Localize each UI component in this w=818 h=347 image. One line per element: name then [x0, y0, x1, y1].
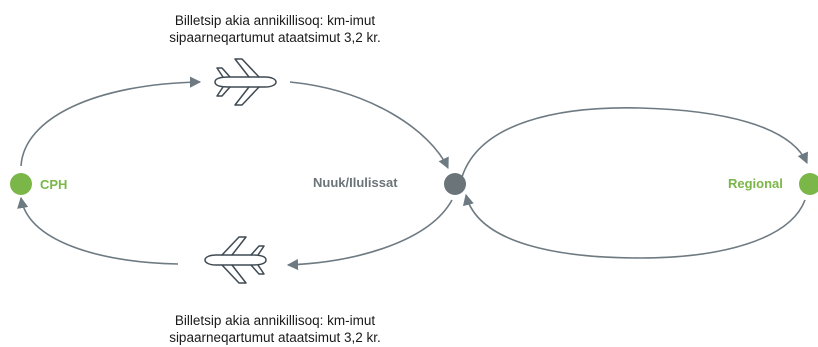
arrow-regional-to-nuuk: [462, 193, 806, 259]
arrow-top-plane-to-nuuk: [289, 81, 449, 170]
caption-line: sipaarneqartumut ataatsimut 3,2 kr.: [169, 330, 381, 345]
node-regional: [799, 173, 818, 195]
airplane-icon: [204, 236, 267, 284]
arrow-cph-to-top-plane: [20, 76, 202, 167]
node-nuuk: [444, 173, 466, 195]
caption-line: Billetsip akia annikillisoq: km-imut: [174, 313, 376, 328]
caption-line: sipaarneqartumut ataatsimut 3,2 kr.: [169, 30, 381, 45]
arrow-bottom-plane-to-cph: [17, 196, 179, 265]
price-caption-bottom: Billetsip akia annikillisoq: km-imut sip…: [95, 312, 455, 346]
arrow-nuuk-to-regional: [461, 107, 808, 178]
node-label-regional: Regional: [728, 176, 783, 191]
caption-line: Billetsip akia annikillisoq: km-imut: [174, 13, 376, 28]
arrow-nuuk-to-bottom-plane: [286, 199, 453, 271]
price-caption-top: Billetsip akia annikillisoq: km-imut sip…: [95, 12, 455, 46]
airplane-icon: [214, 58, 277, 106]
node-label-nuuk: Nuuk/Ilulissat: [313, 175, 398, 190]
node-label-cph: CPH: [40, 177, 68, 192]
node-cph: [10, 173, 32, 195]
